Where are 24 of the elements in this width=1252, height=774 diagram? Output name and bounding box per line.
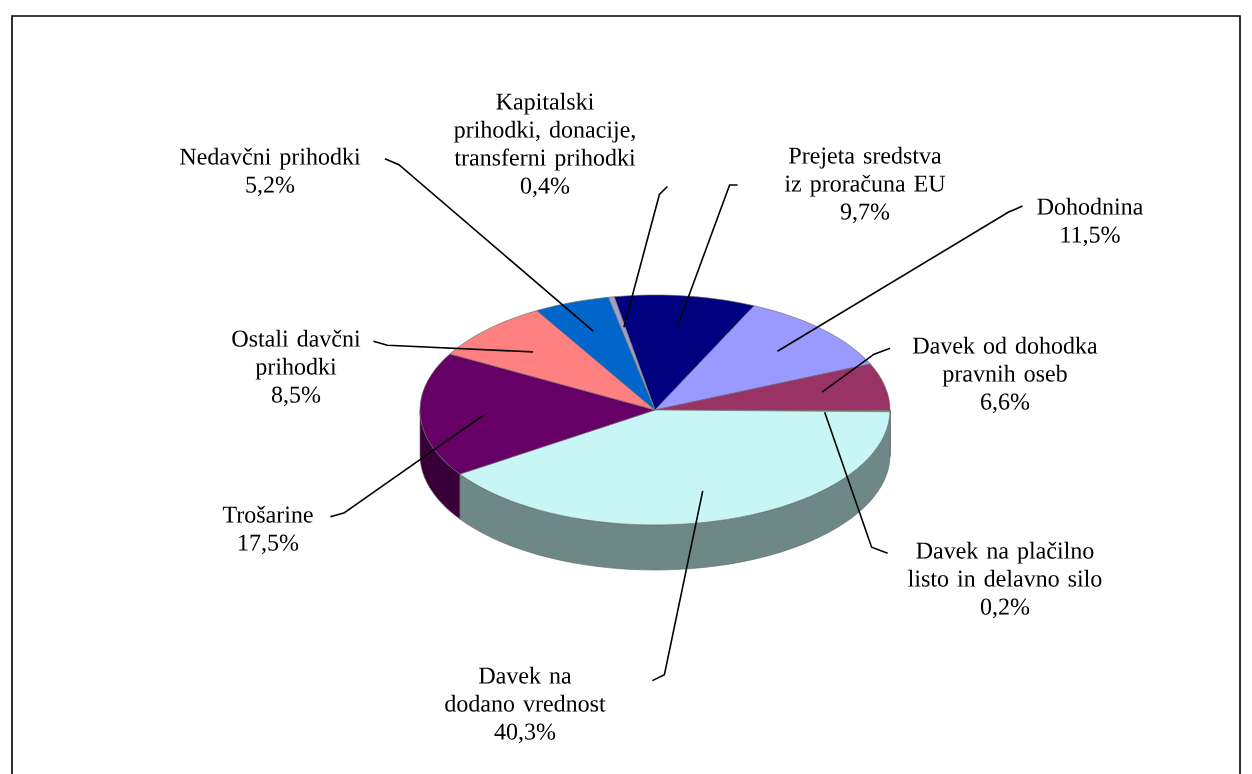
data-label: Ostali davčni prihodki 8,5% bbox=[232, 329, 361, 407]
data-label: Dohodnina 11,5% bbox=[1037, 197, 1143, 247]
leader-line bbox=[384, 157, 595, 333]
leader-line bbox=[623, 185, 669, 329]
pie-slice bbox=[419, 353, 656, 520]
data-label: Kapitalski prihodki, donacije, transferni prihodki 0,4% bbox=[454, 92, 636, 198]
pie-slice bbox=[608, 296, 656, 411]
leader-line bbox=[821, 347, 891, 393]
data-label: Prejeta sredstva iz proračuna EU 9,7% bbox=[784, 146, 946, 224]
leader-line bbox=[676, 184, 739, 328]
pie-slice bbox=[613, 294, 755, 411]
pie-slice bbox=[449, 310, 656, 411]
leader-line bbox=[823, 411, 889, 554]
data-label: Davek od dohodka pravnih oseb 6,6% bbox=[913, 336, 1098, 414]
leader-line bbox=[651, 490, 704, 682]
data-label: Davek na dodano vrednost 40,3% bbox=[445, 666, 606, 744]
data-label: Davek na plačilno listo in delavno silo 0,2% bbox=[908, 541, 1102, 619]
pie-slice bbox=[536, 296, 656, 411]
data-label: Nedavčni prihodki 5,2% bbox=[180, 147, 361, 197]
pie-slice bbox=[654, 305, 871, 411]
pie-slice bbox=[459, 409, 891, 571]
data-label: Trošarine 17,5% bbox=[222, 505, 313, 555]
leader-line bbox=[776, 205, 1024, 353]
leader-line bbox=[372, 340, 534, 353]
